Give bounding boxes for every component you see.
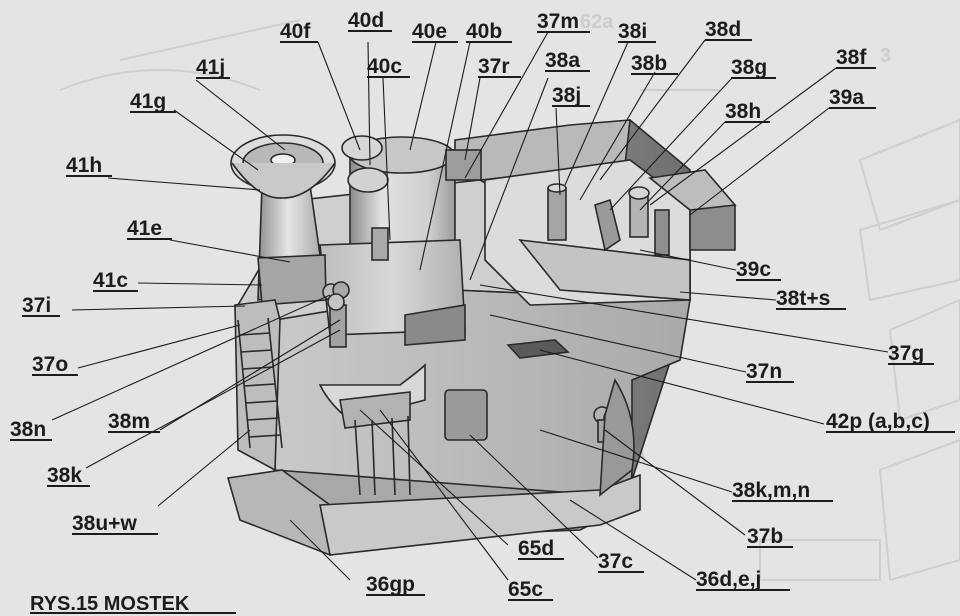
label-38k: 38k <box>47 464 82 487</box>
post-38h <box>629 194 649 238</box>
right-block-top <box>648 169 737 211</box>
lamp-upper <box>341 135 383 161</box>
label-38f: 38f <box>836 46 867 69</box>
label-40b: 40b <box>466 20 502 43</box>
label-37c: 37c <box>598 550 633 573</box>
label-39c: 39c <box>736 258 771 281</box>
ladder <box>237 317 283 449</box>
label-38uw: 38u+w <box>72 512 137 535</box>
label-37i: 37i <box>22 294 51 317</box>
svg-text:3: 3 <box>880 45 891 67</box>
svg-text:62a: 62a <box>580 11 614 33</box>
label-40e: 40e <box>412 20 447 43</box>
label-37o: 37o <box>32 353 68 376</box>
label-38d: 38d <box>705 18 741 41</box>
label-37m: 37m <box>537 10 579 33</box>
label-65d: 65d <box>518 537 554 560</box>
label-38n: 38n <box>10 418 46 441</box>
label-40d: 40d <box>348 9 384 32</box>
label-38h: 38h <box>725 100 761 123</box>
vent-lower <box>257 254 327 306</box>
label-41j: 41j <box>196 56 225 79</box>
label-41e: 41e <box>127 217 162 240</box>
label-41c: 41c <box>93 269 128 292</box>
label-38kmn: 38k,m,n <box>732 479 810 502</box>
label-36dej: 36d,e,j <box>696 568 761 591</box>
front-window <box>444 389 488 441</box>
callout-labels: 40f 40d 40e 40b 37m 38i 38d 40c 37r 38a … <box>10 9 955 615</box>
post-38i <box>547 187 567 241</box>
label-41g: 41g <box>130 90 166 113</box>
label-38j: 38j <box>552 84 581 107</box>
label-37g: 37g <box>888 342 924 365</box>
label-38m: 38m <box>108 410 150 433</box>
label-37r: 37r <box>478 55 510 78</box>
box-37r <box>445 149 482 181</box>
label-65c: 65c <box>508 578 543 601</box>
label-38ts: 38t+s <box>776 287 830 310</box>
label-39a: 39a <box>829 86 864 109</box>
platform-slope <box>518 238 691 301</box>
label-36gp: 36gp <box>366 573 415 596</box>
label-38g: 38g <box>731 56 767 79</box>
post-38g <box>594 198 621 252</box>
label-40c: 40c <box>367 55 402 78</box>
leader-lines <box>51 31 889 581</box>
label-38a: 38a <box>545 49 580 72</box>
label-41h: 41h <box>66 154 102 177</box>
figure-title: RYS.15 MOSTEK <box>30 593 190 615</box>
label-38i: 38i <box>618 20 647 43</box>
label-37n: 37n <box>746 360 782 383</box>
label-42p: 42p (a,b,c) <box>826 410 930 433</box>
label-40f: 40f <box>280 20 311 43</box>
bridge-structure <box>226 119 737 557</box>
label-37b: 37b <box>747 525 783 548</box>
label-38b: 38b <box>631 52 667 75</box>
lamp-lower <box>347 167 389 193</box>
